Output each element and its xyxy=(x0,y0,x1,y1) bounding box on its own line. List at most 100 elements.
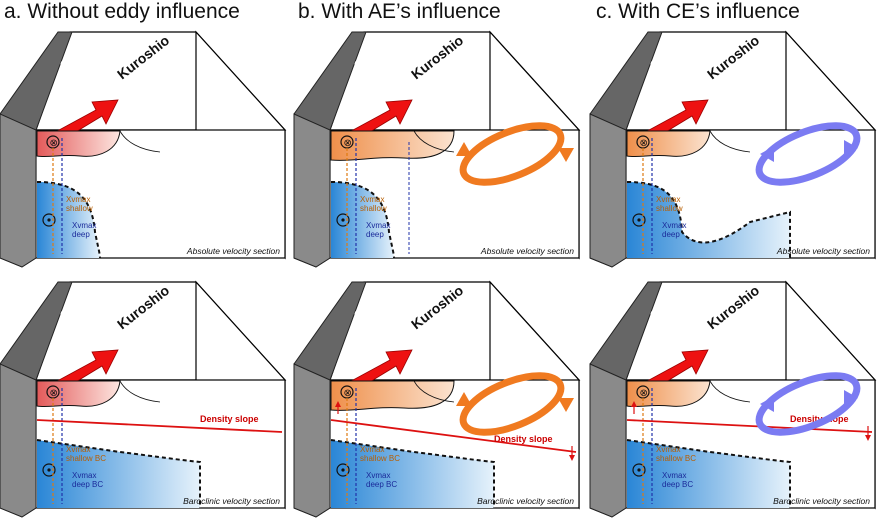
deep-flow-marker xyxy=(632,213,646,227)
xvmax-shallow-sub: shallow xyxy=(360,204,387,213)
deep-flow-marker xyxy=(336,213,350,227)
xvmax-shallow-label: Xvmax xyxy=(656,445,680,454)
xvmax-shallow-sub: shallow xyxy=(66,204,93,213)
cross-glyph: ⊗ xyxy=(640,138,648,149)
deep-flow-dot xyxy=(47,218,51,222)
xvmax-deep-sub: deep xyxy=(366,230,384,239)
eddy-arrowhead-left xyxy=(760,146,774,162)
surface-current-core xyxy=(626,130,711,158)
eddy-arrowhead-right xyxy=(844,390,858,406)
section-caption: Baroclinic velocity section xyxy=(773,496,870,506)
surface-current-core xyxy=(330,130,455,161)
cross-glyph: ⊗ xyxy=(50,388,58,399)
xvmax-deep-label: Xvmax xyxy=(662,221,686,230)
deep-flow-marker xyxy=(336,463,350,477)
xvmax-deep-label: Xvmax xyxy=(72,221,96,230)
surface-current-core xyxy=(36,380,121,408)
cross-glyph: ⊗ xyxy=(50,138,58,149)
density-slope-label: Density slope xyxy=(494,434,553,444)
deep-flow-dot xyxy=(341,468,345,472)
section-caption: Absolute velocity section xyxy=(186,246,280,256)
anticyclonic-eddy xyxy=(459,122,565,186)
eddy-arrowhead-left xyxy=(456,392,472,406)
deep-region-boundary xyxy=(36,181,101,259)
eddy-arrowhead-right xyxy=(558,398,574,412)
surface-current-core xyxy=(36,130,121,158)
xvmax-shallow-label: Xvmax xyxy=(360,445,384,454)
xvmax-deep-label: Xvmax xyxy=(366,221,390,230)
xvmax-shallow-sub: shallow BC xyxy=(656,454,696,463)
contour-line xyxy=(413,380,455,403)
section-caption: Absolute velocity section xyxy=(776,246,870,256)
deep-flow-dot xyxy=(637,468,641,472)
surface-current-core xyxy=(330,380,455,411)
deep-region-boundary xyxy=(330,181,395,259)
cross-glyph: ⊗ xyxy=(344,388,352,399)
coast-wall-front xyxy=(589,363,627,518)
contour-line xyxy=(709,380,751,403)
deep-flow-marker xyxy=(632,463,646,477)
coast-wall-front xyxy=(0,113,37,268)
xvmax-shallow-label: Xvmax xyxy=(66,195,90,204)
contour-line xyxy=(119,380,161,403)
title-with-ae: b. With AE’s influence xyxy=(298,0,501,23)
contour-line xyxy=(709,130,751,153)
coast-wall-front xyxy=(589,113,627,268)
density-slope-line xyxy=(330,419,577,453)
cross-glyph: ⊗ xyxy=(344,138,352,149)
coast-wall-front xyxy=(293,363,331,518)
density-slope-label: Density slope xyxy=(790,414,849,424)
xvmax-deep-sub: deep BC xyxy=(72,480,103,489)
section-caption: Absolute velocity section xyxy=(480,246,574,256)
xvmax-deep-label: Xvmax xyxy=(662,471,686,480)
deep-velocity-region xyxy=(331,440,494,508)
coast-wall-front xyxy=(293,113,331,268)
xvmax-deep-sub: deep xyxy=(662,230,680,239)
deep-flow-marker xyxy=(42,213,56,227)
deep-velocity-region xyxy=(627,440,790,508)
deep-region-boundary xyxy=(626,439,791,508)
xvmax-deep-sub: deep xyxy=(72,230,90,239)
deep-velocity-region xyxy=(627,182,790,258)
deep-flow-dot xyxy=(637,218,641,222)
xvmax-shallow-sub: shallow BC xyxy=(66,454,106,463)
section-caption: Baroclinic velocity section xyxy=(477,496,574,506)
deep-region-boundary xyxy=(36,439,201,508)
deep-region-boundary xyxy=(330,439,495,508)
eddy-arrowhead-right xyxy=(844,140,858,156)
deep-region-boundary xyxy=(626,181,791,258)
eddy-arrowhead-right xyxy=(558,148,574,162)
deep-velocity-region xyxy=(37,440,200,508)
deep-flow-dot xyxy=(341,218,345,222)
title-without-eddy: a. Without eddy influence xyxy=(4,0,240,23)
cyclonic-eddy xyxy=(755,372,861,436)
deep-flow-dot xyxy=(47,468,51,472)
density-slope-line xyxy=(36,419,283,433)
eddy-arrowhead-left xyxy=(456,142,472,156)
section-caption: Baroclinic velocity section xyxy=(183,496,280,506)
xvmax-shallow-label: Xvmax xyxy=(360,195,384,204)
xvmax-shallow-sub: shallow xyxy=(656,204,683,213)
xvmax-shallow-label: Xvmax xyxy=(656,195,680,204)
xvmax-deep-label: Xvmax xyxy=(366,471,390,480)
cyclonic-eddy xyxy=(755,122,861,186)
deep-flow-marker xyxy=(42,463,56,477)
xvmax-shallow-sub: shallow BC xyxy=(360,454,400,463)
xvmax-deep-sub: deep BC xyxy=(366,480,397,489)
coast-wall-front xyxy=(0,363,37,518)
eddy-arrowhead-left xyxy=(760,396,774,412)
contour-line xyxy=(413,130,455,153)
xvmax-shallow-label: Xvmax xyxy=(66,445,90,454)
contour-line xyxy=(119,130,161,153)
density-slope-line xyxy=(626,419,873,433)
anticyclonic-eddy xyxy=(459,372,565,436)
cross-glyph: ⊗ xyxy=(640,388,648,399)
title-with-ce: c. With CE’s influence xyxy=(596,0,800,23)
